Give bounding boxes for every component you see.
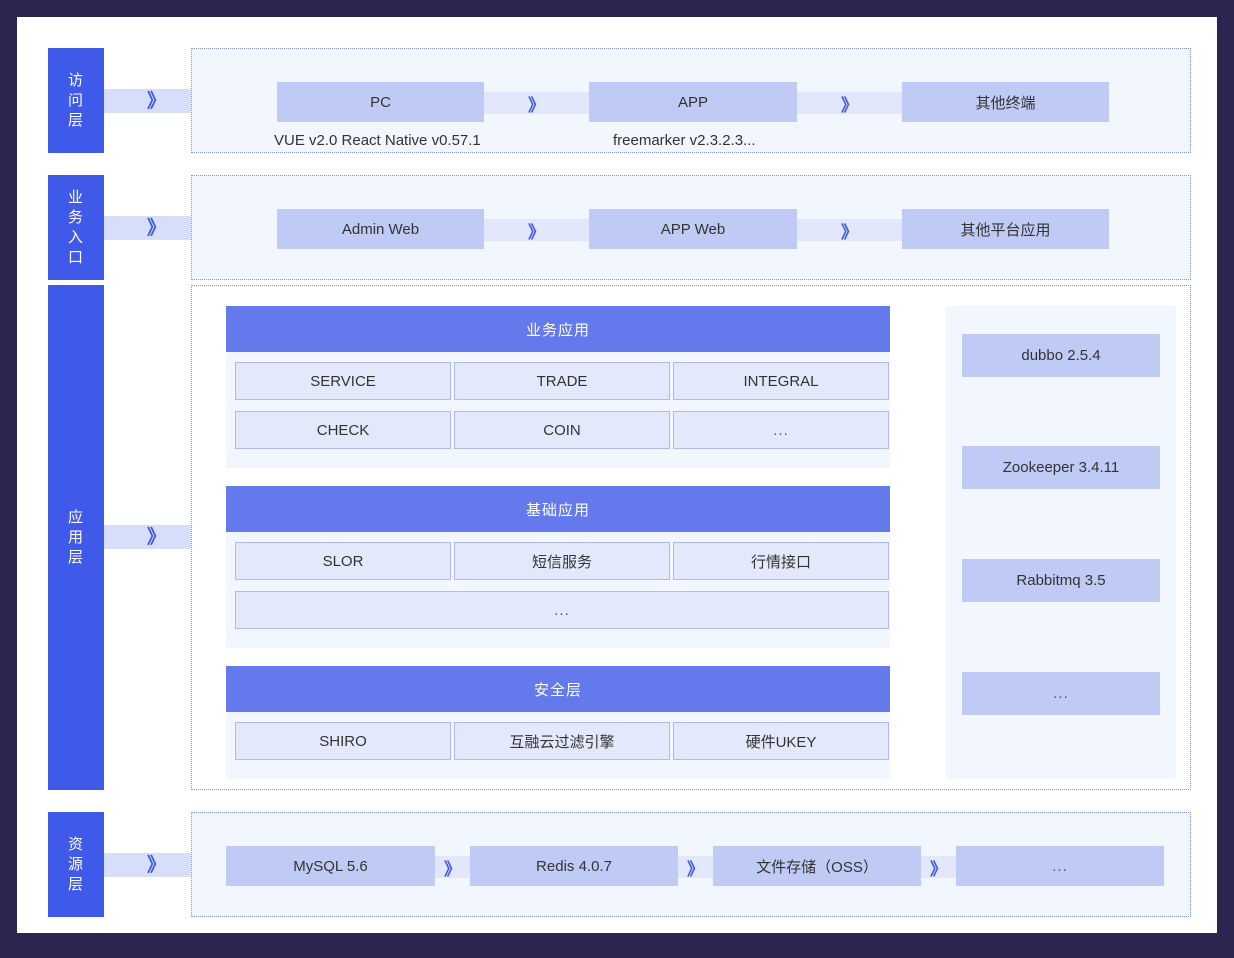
band-application: 业务应用 SERVICE TRADE INTEGRAL CHECK COIN .… (191, 285, 1191, 790)
cell-sms-service[interactable]: 短信服务 (454, 542, 670, 580)
cell-trade-label: TRADE (536, 372, 588, 390)
middleware-item-rabbitmq[interactable]: Rabbitmq 3.5 (962, 559, 1160, 602)
group-security: 安全层 SHIRO 互融云过滤引擎 硬件UKEY (226, 666, 890, 779)
chevron-icon: 》 (146, 526, 166, 548)
layer-label-application-text: 应用层 (67, 508, 84, 566)
layer-label-resource: 资源层 (48, 812, 104, 917)
box-resource-redis[interactable]: Redis 4.0.7 (470, 846, 678, 886)
group-security-header: 安全层 (226, 666, 890, 712)
middleware-item-dubbo-label: dubbo 2.5.4 (1021, 347, 1101, 364)
cell-hurongyun-filter-engine-label: 互融云过滤引擎 (509, 733, 615, 751)
box-resource-mysql-label: MySQL 5.6 (293, 857, 368, 875)
layer-label-access-text: 访问层 (67, 71, 84, 129)
box-access-pc[interactable]: PC (277, 82, 484, 122)
chevron-icon: 》 (687, 859, 704, 879)
layer-label-business-entry: 业务入口 (48, 175, 104, 280)
cell-service-label: SERVICE (310, 372, 376, 390)
caption-access-app: freemarker v2.3.2.3... (613, 132, 756, 149)
box-access-other[interactable]: 其他终端 (902, 82, 1109, 122)
box-resource-mysql[interactable]: MySQL 5.6 (226, 846, 435, 886)
layer-label-resource-text: 资源层 (67, 835, 84, 893)
group-basic-application-header: 基础应用 (226, 486, 890, 532)
group-business-application-title: 业务应用 (525, 321, 590, 339)
caption-access-pc: VUE v2.0 React Native v0.57.1 (274, 132, 481, 149)
chevron-strip-entry-2: 》 (797, 219, 902, 242)
cell-basic-more[interactable]: ... (235, 591, 889, 629)
cell-hardware-ukey[interactable]: 硬件UKEY (673, 722, 889, 760)
band-resource: MySQL 5.6 》 Redis 4.0.7 》 文件存储（OSS） 》 ..… (191, 812, 1191, 917)
chevron-icon: 》 (146, 217, 166, 239)
box-resource-more-label: ... (1052, 857, 1068, 875)
cell-coin[interactable]: COIN (454, 411, 670, 449)
layer-label-access: 访问层 (48, 48, 104, 153)
cell-sms-service-label: 短信服务 (531, 553, 592, 571)
box-access-app-label: APP (677, 93, 708, 111)
cell-business-more-label: ... (773, 421, 789, 439)
box-entry-other-platform-label: 其他平台应用 (960, 221, 1051, 239)
box-resource-file-storage[interactable]: 文件存储（OSS） (713, 846, 921, 886)
layer-label-application: 应用层 (48, 285, 104, 790)
chevron-strip-resource-1: 》 (435, 856, 470, 879)
cell-market-interface[interactable]: 行情接口 (673, 542, 889, 580)
middleware-panel: dubbo 2.5.4 Zookeeper 3.4.11 Rabbitmq 3.… (946, 306, 1176, 779)
chevron-icon: 》 (528, 222, 545, 242)
box-resource-file-storage-label: 文件存储（OSS） (756, 858, 878, 876)
chevron-strip-access-2: 》 (797, 92, 902, 115)
cell-coin-label: COIN (543, 421, 581, 439)
group-basic-application-title: 基础应用 (525, 501, 590, 519)
cell-service[interactable]: SERVICE (235, 362, 451, 400)
cell-slor-label: SLOR (322, 552, 364, 570)
cell-shiro[interactable]: SHIRO (235, 722, 451, 760)
chevron-icon: 》 (146, 90, 166, 112)
cell-integral-label: INTEGRAL (743, 372, 819, 390)
middleware-item-dubbo[interactable]: dubbo 2.5.4 (962, 334, 1160, 377)
chevron-icon: 》 (146, 854, 166, 876)
chevron-strip-entry-1: 》 (484, 219, 589, 242)
cell-check[interactable]: CHECK (235, 411, 451, 449)
box-entry-app-web[interactable]: APP Web (589, 209, 797, 249)
chevron-strip-access-1: 》 (484, 92, 589, 115)
cell-basic-more-label: ... (554, 601, 570, 619)
group-security-title: 安全层 (533, 681, 582, 699)
middleware-item-zookeeper-label: Zookeeper 3.4.11 (1002, 459, 1120, 476)
middleware-item-zookeeper[interactable]: Zookeeper 3.4.11 (962, 446, 1160, 489)
box-entry-other-platform[interactable]: 其他平台应用 (902, 209, 1109, 249)
box-entry-admin-web[interactable]: Admin Web (277, 209, 484, 249)
group-business-application-header: 业务应用 (226, 306, 890, 352)
box-access-pc-label: PC (370, 93, 391, 111)
layer-label-business-entry-text: 业务入口 (67, 188, 84, 266)
box-entry-app-web-label: APP Web (660, 220, 726, 238)
cell-market-interface-label: 行情接口 (750, 553, 811, 571)
chevron-icon: 》 (930, 859, 947, 879)
cell-business-more[interactable]: ... (673, 411, 889, 449)
chevron-icon: 》 (528, 95, 545, 115)
cell-integral[interactable]: INTEGRAL (673, 362, 889, 400)
middleware-item-rabbitmq-label: Rabbitmq 3.5 (1016, 572, 1106, 589)
middleware-item-more[interactable]: ... (962, 672, 1160, 715)
diagram-frame: 访问层 》 PC 》 APP 》 其他终端 VUE v2.0 React Nat… (17, 17, 1217, 933)
cell-check-label: CHECK (316, 421, 370, 439)
middleware-item-more-label: ... (1053, 685, 1069, 702)
cell-slor[interactable]: SLOR (235, 542, 451, 580)
box-resource-more[interactable]: ... (956, 846, 1164, 886)
chevron-strip-resource-3: 》 (921, 856, 956, 879)
group-business-application: 业务应用 SERVICE TRADE INTEGRAL CHECK COIN .… (226, 306, 890, 468)
box-entry-admin-web-label: Admin Web (341, 220, 420, 238)
band-access: PC 》 APP 》 其他终端 VUE v2.0 React Native v0… (191, 48, 1191, 153)
box-access-other-label: 其他终端 (975, 94, 1036, 112)
band-business-entry: Admin Web 》 APP Web 》 其他平台应用 (191, 175, 1191, 280)
cell-hurongyun-filter-engine[interactable]: 互融云过滤引擎 (454, 722, 670, 760)
box-resource-redis-label: Redis 4.0.7 (536, 857, 612, 875)
chevron-icon: 》 (841, 95, 858, 115)
cell-hardware-ukey-label: 硬件UKEY (745, 733, 817, 751)
chevron-icon: 》 (841, 222, 858, 242)
chevron-icon: 》 (444, 859, 461, 879)
box-access-app[interactable]: APP (589, 82, 797, 122)
chevron-strip-resource-2: 》 (678, 856, 713, 879)
cell-shiro-label: SHIRO (319, 732, 367, 750)
group-basic-application: 基础应用 SLOR 短信服务 行情接口 ... (226, 486, 890, 648)
cell-trade[interactable]: TRADE (454, 362, 670, 400)
